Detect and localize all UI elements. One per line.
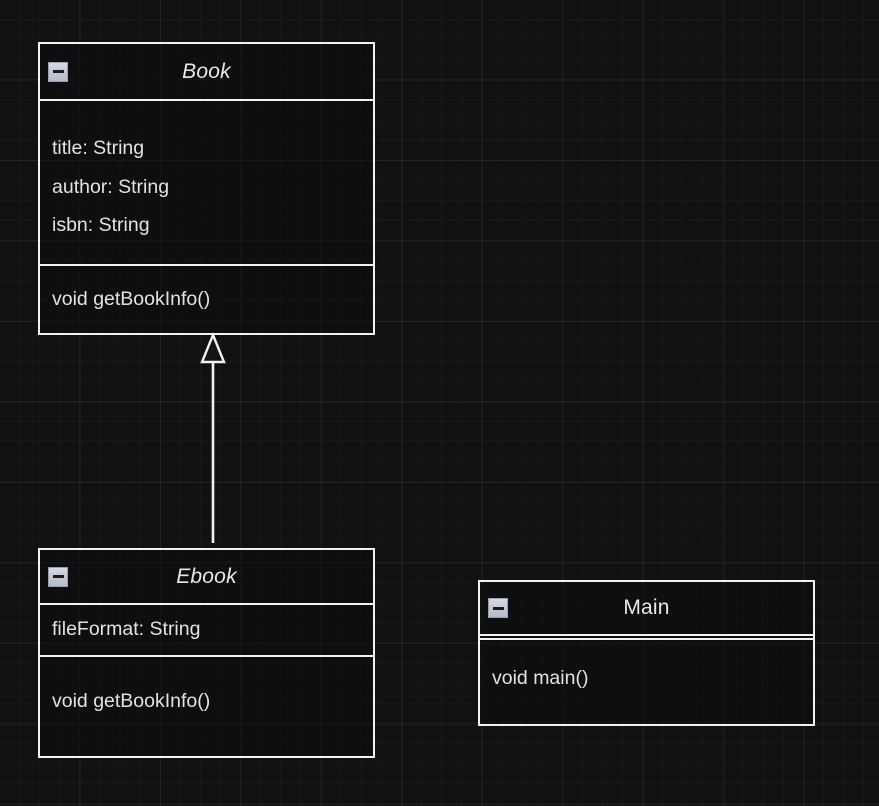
- class-header-main[interactable]: Main: [480, 582, 813, 636]
- minus-icon[interactable]: [488, 598, 508, 618]
- hollow-triangle-arrowhead: [200, 331, 226, 364]
- class-header-book[interactable]: Book: [40, 44, 373, 101]
- attribute-row: isbn: String: [52, 214, 150, 237]
- class-box-book[interactable]: Book title: String author: String isbn: …: [38, 42, 375, 335]
- attribute-row: author: String: [52, 175, 170, 198]
- attributes-compartment-book: title: String author: String isbn: Strin…: [40, 101, 373, 266]
- inheritance-arrow[interactable]: [188, 330, 238, 550]
- attribute-row: title: String: [52, 137, 145, 160]
- attribute-row: fileFormat: String: [52, 618, 201, 641]
- class-box-ebook[interactable]: Ebook fileFormat: String void getBookInf…: [38, 548, 375, 758]
- minus-icon[interactable]: [48, 61, 68, 82]
- class-name-main: Main: [623, 596, 670, 619]
- minus-icon-bar: [52, 575, 64, 578]
- class-header-ebook[interactable]: Ebook: [40, 550, 373, 605]
- minus-icon-bar: [492, 606, 504, 610]
- method-row: void getBookInfo(): [52, 287, 211, 310]
- attributes-compartment-main: [480, 636, 813, 640]
- method-row: void getBookInfo(): [52, 690, 211, 712]
- class-name-ebook: Ebook: [176, 564, 237, 588]
- methods-compartment-ebook: void getBookInfo(): [40, 657, 373, 756]
- minus-icon-bar: [52, 70, 64, 73]
- attributes-compartment-ebook: fileFormat: String: [40, 605, 373, 657]
- minus-icon[interactable]: [48, 566, 68, 587]
- class-box-main[interactable]: Main void main(): [478, 580, 815, 726]
- class-name-book: Book: [182, 59, 231, 83]
- method-row: void main(): [492, 667, 589, 689]
- methods-compartment-book: void getBookInfo(): [40, 266, 373, 333]
- methods-compartment-main: void main(): [480, 640, 813, 724]
